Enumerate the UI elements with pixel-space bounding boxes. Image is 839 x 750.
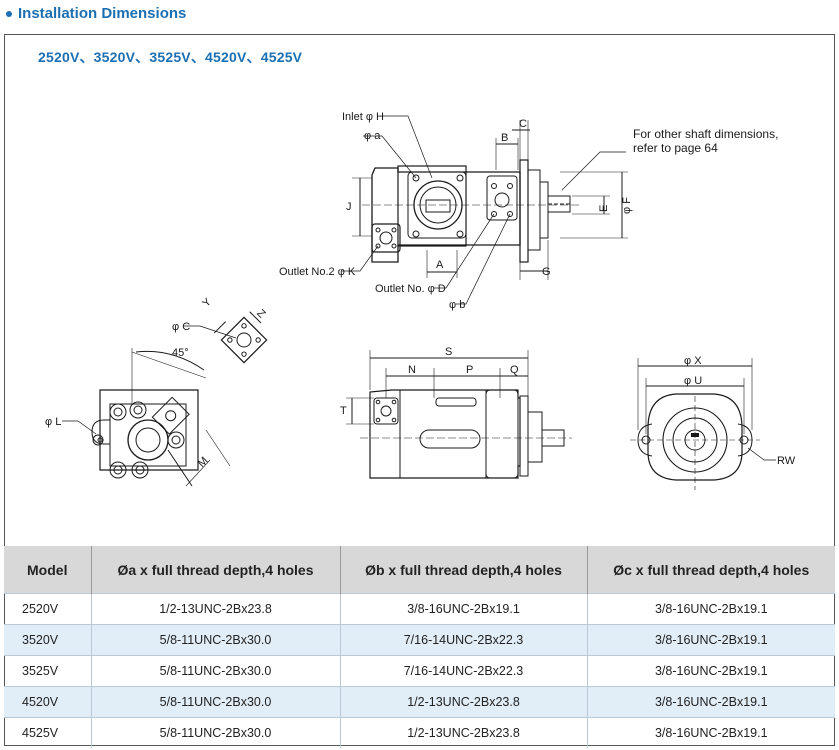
thread-spec-table: Model Øa x full thread depth,4 holes Øb … bbox=[4, 546, 835, 748]
label-g: G bbox=[542, 266, 551, 278]
label-inlet-h: Inlet φ H bbox=[342, 111, 384, 123]
cell-model: 3520V bbox=[4, 624, 92, 656]
label-rw: RW bbox=[777, 455, 796, 467]
section-title: Installation Dimensions bbox=[6, 2, 186, 24]
label-c: C bbox=[519, 118, 527, 130]
label-outlet-d: Outlet No. φ D bbox=[375, 283, 446, 295]
table-row: 2520V 1/2-13UNC-2Bx23.8 3/8-16UNC-2Bx19.… bbox=[4, 593, 835, 625]
label-y: Y bbox=[200, 296, 214, 310]
label-p: P bbox=[466, 364, 473, 376]
label-outlet2: Outlet No.2 φ K bbox=[279, 266, 356, 278]
label-u: φ U bbox=[684, 375, 702, 387]
label-b: B bbox=[501, 132, 508, 144]
cell-a: 5/8-11UNC-2Bx30.0 bbox=[91, 655, 341, 687]
label-e: E bbox=[598, 205, 610, 212]
note-page: 64 bbox=[704, 141, 718, 155]
label-a-hole: φ a bbox=[364, 130, 381, 142]
cell-b: 1/2-13UNC-2Bx23.8 bbox=[340, 686, 588, 718]
cell-a: 1/2-13UNC-2Bx23.8 bbox=[91, 593, 341, 625]
label-angle: 45° bbox=[172, 347, 189, 359]
cell-c: 3/8-16UNC-2Bx19.1 bbox=[587, 655, 835, 687]
technical-drawing: Inlet φ H φ a B C For other shaft dimens… bbox=[45, 111, 796, 490]
outlet-flange-detail bbox=[213, 311, 268, 364]
pump-front-view-left bbox=[62, 348, 231, 487]
cell-c: 3/8-16UNC-2Bx19.1 bbox=[587, 686, 835, 718]
note-line1: For other shaft dimensions, bbox=[633, 127, 778, 141]
flange-front-view bbox=[630, 358, 776, 490]
label-q: Q bbox=[510, 364, 519, 376]
cell-c: 3/8-16UNC-2Bx19.1 bbox=[587, 624, 835, 656]
label-s: S bbox=[445, 346, 452, 358]
table-row: 4525V 5/8-11UNC-2Bx30.0 1/2-13UNC-2Bx23.… bbox=[4, 717, 835, 748]
label-a: A bbox=[436, 259, 444, 271]
label-l-hole: φ L bbox=[45, 416, 61, 428]
cell-b: 7/16-14UNC-2Bx22.3 bbox=[340, 655, 588, 687]
cell-b: 1/2-13UNC-2Bx23.8 bbox=[340, 717, 588, 748]
cell-model: 2520V bbox=[4, 593, 92, 625]
header-model: Model bbox=[4, 546, 92, 594]
note-line2-text: refer to page bbox=[633, 141, 701, 155]
header-b: Øb x full thread depth,4 holes bbox=[340, 546, 588, 594]
bullet-icon bbox=[6, 11, 12, 17]
cell-b: 3/8-16UNC-2Bx19.1 bbox=[340, 593, 588, 625]
cell-model: 3525V bbox=[4, 655, 92, 687]
table-row: 3525V 5/8-11UNC-2Bx30.0 7/16-14UNC-2Bx22… bbox=[4, 655, 835, 687]
label-x: φ X bbox=[684, 355, 702, 367]
cell-c: 3/8-16UNC-2Bx19.1 bbox=[587, 593, 835, 625]
header-a: Øa x full thread depth,4 holes bbox=[91, 546, 341, 594]
pump-top-view bbox=[342, 115, 628, 305]
table-row: 3520V 5/8-11UNC-2Bx30.0 7/16-14UNC-2Bx22… bbox=[4, 624, 835, 656]
table-row: 4520V 5/8-11UNC-2Bx30.0 1/2-13UNC-2Bx23.… bbox=[4, 686, 835, 718]
label-f: φ F bbox=[621, 197, 633, 214]
table-header-row: Model Øa x full thread depth,4 holes Øb … bbox=[4, 546, 835, 594]
models-heading: 2520V、3520V、3525V、4520V、4525V bbox=[38, 49, 303, 65]
label-j: J bbox=[346, 201, 352, 213]
label-c-hole: φ C bbox=[172, 321, 190, 333]
label-b-hole: φ b bbox=[449, 299, 465, 311]
label-t: T bbox=[340, 405, 347, 417]
pump-side-view bbox=[346, 350, 572, 479]
cell-c: 3/8-16UNC-2Bx19.1 bbox=[587, 717, 835, 748]
cell-b: 7/16-14UNC-2Bx22.3 bbox=[340, 624, 588, 656]
cell-a: 5/8-11UNC-2Bx30.0 bbox=[91, 624, 341, 656]
cell-a: 5/8-11UNC-2Bx30.0 bbox=[91, 686, 341, 718]
cell-model: 4520V bbox=[4, 686, 92, 718]
cell-model: 4525V bbox=[4, 717, 92, 748]
header-c: Øc x full thread depth,4 holes bbox=[587, 546, 835, 594]
cell-a: 5/8-11UNC-2Bx30.0 bbox=[91, 717, 341, 748]
label-n: N bbox=[408, 364, 416, 376]
section-title-text: Installation Dimensions bbox=[18, 4, 187, 22]
note-line2: refer to page 64 bbox=[633, 141, 718, 155]
